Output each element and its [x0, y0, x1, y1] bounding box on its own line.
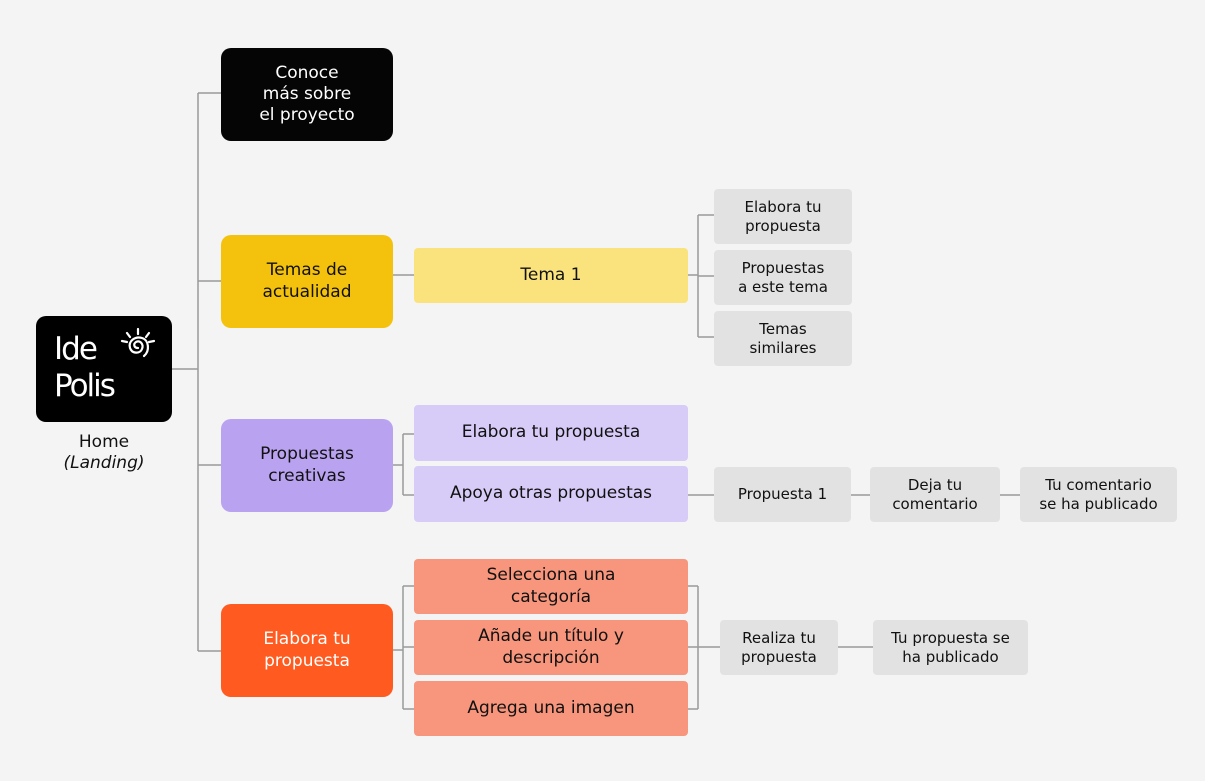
- logo-line-1: Ide: [54, 331, 98, 367]
- main-node-label: Elabora tu propuesta: [263, 629, 351, 671]
- main-node-label: Conoce más sobre el proyecto: [259, 62, 355, 126]
- create-step-label: Agrega una imagen: [467, 697, 635, 718]
- create-leaf-submit[interactable]: Realiza tu propuesta: [720, 620, 838, 675]
- create-step-label: Selecciona una categoría: [486, 565, 616, 607]
- logo-line-2: Polis: [54, 368, 116, 404]
- create-step-select-category[interactable]: Selecciona una categoría: [414, 559, 688, 614]
- main-node-about-project[interactable]: Conoce más sobre el proyecto: [221, 48, 393, 141]
- main-node-creative-proposals[interactable]: Propuestas creativas: [221, 419, 393, 512]
- proposal-leaf-label: Deja tu comentario: [892, 475, 978, 513]
- main-node-label: Propuestas creativas: [260, 444, 354, 486]
- home-label: Home (Landing): [30, 432, 178, 475]
- topic-node-label: Tema 1: [520, 264, 582, 285]
- main-node-current-topics[interactable]: Temas de actualidad: [221, 235, 393, 328]
- idepolis-logo: Ide Polis: [36, 316, 172, 422]
- topic-leaf-label: Propuestas a este tema: [738, 258, 828, 296]
- create-step-label: Añade un título y descripción: [478, 626, 624, 668]
- proposal-node-label: Apoya otras propuestas: [449, 483, 653, 504]
- create-step-add-title-description[interactable]: Añade un título y descripción: [414, 620, 688, 675]
- topic-leaf-label: Elabora tu propuesta: [744, 197, 822, 235]
- topic-node-tema-1[interactable]: Tema 1: [414, 248, 688, 303]
- proposal-node-label: Elabora tu propuesta: [461, 422, 641, 443]
- main-node-label: Temas de actualidad: [262, 260, 352, 302]
- proposal-leaf-comment[interactable]: Deja tu comentario: [870, 467, 1000, 522]
- proposal-node-support[interactable]: Apoya otras propuestas: [414, 466, 688, 522]
- proposal-leaf-label: Propuesta 1: [737, 485, 828, 504]
- topic-leaf-label: Temas similares: [749, 319, 817, 357]
- create-step-add-image[interactable]: Agrega una imagen: [414, 681, 688, 736]
- proposal-node-create[interactable]: Elabora tu propuesta: [414, 405, 688, 461]
- create-leaf-label: Realiza tu propuesta: [741, 628, 817, 666]
- proposal-leaf-label: Tu comentario se ha publicado: [1039, 475, 1158, 513]
- spiral-sun-icon: [120, 327, 156, 358]
- main-node-create-proposal[interactable]: Elabora tu propuesta: [221, 604, 393, 697]
- topic-leaf-similar-topics[interactable]: Temas similares: [714, 311, 852, 366]
- topic-leaf-create-proposal[interactable]: Elabora tu propuesta: [714, 189, 852, 244]
- proposal-leaf-proposal-1[interactable]: Propuesta 1: [714, 467, 851, 522]
- home-title: Home: [78, 432, 130, 452]
- create-leaf-label: Tu propuesta se ha publicado: [891, 628, 1010, 666]
- create-leaf-published: Tu propuesta se ha publicado: [873, 620, 1028, 675]
- topic-leaf-topic-proposals[interactable]: Propuestas a este tema: [714, 250, 852, 305]
- proposal-leaf-comment-published: Tu comentario se ha publicado: [1020, 467, 1177, 522]
- home-subtitle: (Landing): [63, 453, 145, 474]
